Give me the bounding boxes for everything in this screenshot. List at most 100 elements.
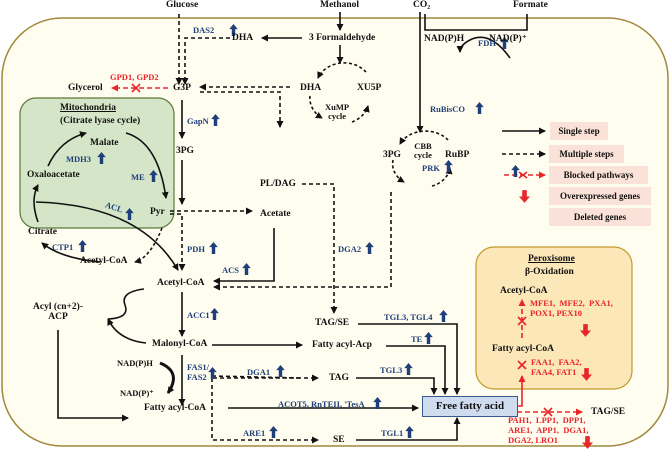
gene-dga1: DGA1 [247, 367, 271, 377]
gene-pdh: PDH [187, 244, 205, 254]
metabolite-nadph-fas: NAD(P)H [117, 358, 153, 368]
gene-thioesterases: ACOT5, RnTEII, 'TesA [278, 399, 365, 409]
arrow-g3p-pldag [200, 91, 284, 128]
arrow-citrate-acetylcoa [35, 201, 179, 271]
block-x-icon [517, 360, 527, 370]
peroxisome-title: Peroxisome [528, 254, 575, 264]
block-marks [131, 83, 553, 417]
metabolite-3pg-cbb: 3PG [383, 150, 401, 160]
block-x-icon [131, 83, 141, 93]
metabolite-fatty-acyl-coa: Fatty acyl-CoA [144, 403, 206, 413]
peroxisome-compartment [475, 246, 633, 390]
deleted-activation: FAA1, FAA2, FAA4, FAT1 [531, 357, 582, 377]
legend-deleted-genes: Deleted genes [549, 208, 651, 226]
xump-cycle-arc-top [317, 62, 367, 79]
metabolite-acetate: Acetate [260, 209, 291, 219]
gene-ctp1: CTP1 [52, 242, 74, 252]
metabolite-tag-se-out: TAG/SE [591, 407, 626, 417]
gene-mdh3: MDH3 [66, 154, 92, 164]
fdh-cofactor-arc [456, 36, 511, 59]
metabolite-formaldehyde: 3 Formaldehyde [309, 33, 376, 43]
block-x-icon [518, 171, 528, 179]
gene-tgl1: TGL1 [381, 428, 404, 438]
arrow-acetylcoa-citrate [41, 242, 101, 263]
legend-blocked-pathways: Blocked pathways [549, 166, 648, 184]
metabolite-se: SE [333, 435, 345, 445]
input-co2: CO₂ [413, 0, 431, 10]
metabolite-acetyl-coa: Acetyl-CoA [157, 278, 205, 288]
gene-tgl3: TGL3 [380, 365, 403, 375]
metabolite-nadp-fas: NAD(P)⁺ [120, 388, 154, 398]
arrow-dha-g3p [181, 37, 230, 85]
free-fatty-acid-box: Free fatty acid [422, 396, 518, 417]
cbb-cycle-label: CBB cycle [414, 141, 432, 160]
metabolite-dha: DHA [232, 33, 254, 43]
gene-rubisco: RuBisCO [430, 104, 465, 114]
arrow-formate-co2 [424, 14, 528, 31]
input-formate: Formate [513, 0, 548, 10]
arrow-acylacp-fattyacylcoa [57, 330, 129, 422]
deleted-storage: PAH1, LPP1, DPP1, ARE1, APP1, DGA1, DGA2… [508, 415, 589, 445]
metabolite-g3p: G3P [173, 83, 191, 93]
mito-malate: Malate [90, 138, 119, 148]
gene-prk: PRK [422, 163, 440, 173]
mito-acetyl-coa: Acetyl-CoA [80, 256, 128, 266]
metabolite-pyr: Pyr [150, 207, 165, 217]
mitochondria-title: Mitochondria [60, 103, 116, 113]
block-x-icon [517, 316, 527, 326]
mitochondria-subtitle: (Citrate lyase cycle) [60, 116, 141, 126]
perox-acetyl-coa: Acetyl-CoA [500, 286, 548, 296]
metabolite-glycerol: Glycerol [68, 83, 103, 93]
metabolite-dha-cycle: DHA [300, 83, 322, 93]
arrow-malate-pyr [125, 132, 169, 199]
cbb-cycle-arc-left [391, 159, 405, 183]
legend-overexpressed-genes: Overexpressed genes [549, 187, 651, 205]
gene-acs: ACS [222, 265, 240, 275]
gene-gapn: GapN [187, 116, 209, 126]
gene-tgl3-tgl4: TGL3, TGL4 [384, 312, 433, 322]
metabolite-nadph-fdh: NAD(P)H [424, 34, 465, 44]
gene-fas: FAS1/ FAS2 [187, 362, 210, 383]
metabolite-3pg: 3PG [176, 146, 194, 156]
metabolite-tag-se: TAG/SE [315, 318, 350, 328]
deleted-beta-oxidation: MFE1, MFE2, PXA1, POX1, PEX10 [530, 298, 613, 318]
xump-cycle-arc-right [351, 105, 370, 123]
gene-acc1: ACC1 [187, 310, 210, 320]
metabolite-pl-dag: PL/DAG [260, 179, 296, 189]
arrow-ffa-peroxisome [517, 375, 526, 407]
acyl-acp-bracket-top [107, 288, 145, 320]
xump-cycle-arc-left [309, 95, 323, 119]
metabolite-rubp: RuBP [445, 150, 470, 160]
deleted-gpd: GPD1, GPD2 [110, 72, 159, 82]
arrow-pyr-acetylcoa [170, 213, 186, 271]
xump-cycle-label: XuMP cycle [325, 102, 350, 121]
peroxisome-subtitle: β-Oxidation [525, 267, 574, 277]
legend-single-step: Single step [550, 122, 608, 140]
arrow-citrate-oxaloacetate [32, 184, 39, 223]
gene-are1: ARE1 [243, 428, 266, 438]
acyl-acp-bracket-bottom [107, 318, 147, 344]
mito-citrate: Citrate [28, 227, 58, 237]
gene-das2: DAS2 [193, 25, 215, 35]
metabolite-nadp-fdh: NAD(P)⁺ [489, 34, 527, 44]
mitochondria-compartment [19, 97, 175, 229]
perox-fatty-acyl-coa: Fatty acyl-CoA [492, 344, 554, 354]
gene-te: TE [411, 334, 423, 344]
metabolite-malonyl-coa: Malonyl-CoA [152, 339, 208, 349]
arrow-oxaloacetate-malate [47, 131, 87, 167]
legend-multiple-steps: Multiple steps [549, 145, 624, 163]
block-x-icon [543, 407, 553, 417]
metabolite-acyl-acp: Acyl (cn+2)- ACP [33, 302, 83, 322]
arrow-se-ffa [356, 417, 461, 441]
gene-fdh: FDH [478, 38, 496, 48]
arrow-fattyacylacp-ffa [386, 345, 449, 395]
input-methanol: Methanol [320, 0, 360, 10]
metabolite-xu5p: XU5P [357, 83, 382, 93]
arrow-acetate-acetylcoa [213, 228, 275, 285]
input-glucose: Glucose [166, 0, 199, 10]
fas-cofactor-arc [159, 361, 175, 394]
mito-oxaloacetate: Oxaloacetate [27, 170, 80, 180]
arrow-cbb3pg-acetylcoa [213, 192, 392, 291]
arrow-tagse-ffa [358, 323, 461, 395]
